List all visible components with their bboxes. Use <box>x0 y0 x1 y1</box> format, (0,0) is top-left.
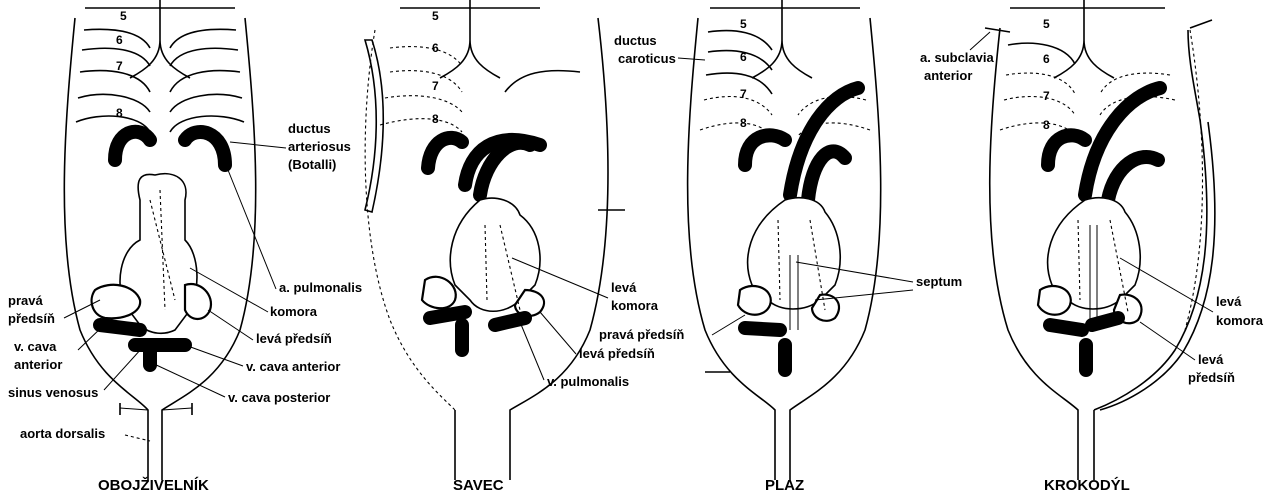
reptile-heart <box>738 198 840 370</box>
amphibian-arch-5: 5 <box>120 9 127 23</box>
reptile-title: PLAZ <box>765 477 804 494</box>
amphibian-label-aorta-dorsalis: aorta dorsalis <box>20 426 105 441</box>
reptile-label-septum: septum <box>916 274 962 289</box>
mammal-heart <box>422 198 544 350</box>
mammal-label-leva-komora-2: komora <box>611 298 659 313</box>
crocodile-heart <box>1038 198 1142 370</box>
amphibian-label-prava-predsin-1: pravá <box>8 293 43 308</box>
crocodile-arch-7: 7 <box>1043 89 1050 103</box>
reptile-arch-7: 7 <box>740 87 747 101</box>
mammal-arch-7: 7 <box>432 79 439 93</box>
amphibian-arch-8: 8 <box>116 106 123 120</box>
amphibian-label-ductus-1: ductus <box>288 121 331 136</box>
crocodile-label-subclavia-1: a. subclavia <box>920 50 994 65</box>
panel-reptile: 5 6 7 8 ductus caroticus septum PLAZ <box>614 0 962 494</box>
mammal-label-prava-predsin: pravá předsíň <box>599 327 684 342</box>
amphibian-label-ductus-3: (Botalli) <box>288 157 336 172</box>
mammal-arch-8: 8 <box>432 112 439 126</box>
reptile-arch-6: 6 <box>740 50 747 64</box>
crocodile-label-leva-komora-1: levá <box>1216 294 1242 309</box>
amphibian-label-vca-right: v. cava anterior <box>246 359 340 374</box>
amphibian-arch-6: 6 <box>116 33 123 47</box>
crocodile-arch-8: 8 <box>1043 118 1050 132</box>
mammal-arches <box>380 8 580 195</box>
panel-mammal: 5 6 7 8 levá komora pravá předsíň levá p… <box>365 0 684 494</box>
crocodile-arch-6: 6 <box>1043 52 1050 66</box>
amphibian-label-sinus: sinus venosus <box>8 385 98 400</box>
panel-crocodile: 5 6 7 8 a. subclavia anterior levá komor… <box>920 0 1264 494</box>
amphibian-label-pulmonalis: a. pulmonalis <box>279 280 362 295</box>
amphibian-label-ductus-2: arteriosus <box>288 139 351 154</box>
reptile-arch-8: 8 <box>740 116 747 130</box>
mammal-arch-5: 5 <box>432 9 439 23</box>
amphibian-label-prava-predsin-2: předsíň <box>8 311 55 326</box>
crocodile-arch-5: 5 <box>1043 17 1050 31</box>
crocodile-label-leva-predsin-1: levá <box>1198 352 1224 367</box>
crocodile-arches <box>1000 8 1175 200</box>
crocodile-label-leva-predsin-2: předsíň <box>1188 370 1235 385</box>
mammal-label-leva-komora-1: levá <box>611 280 637 295</box>
reptile-label-ductus-1: ductus <box>614 33 657 48</box>
reptile-arches <box>700 8 870 200</box>
amphibian-label-vcp: v. cava posterior <box>228 390 330 405</box>
amphibian-label-vca-2: anterior <box>14 357 62 372</box>
amphibian-arch-7: 7 <box>116 59 123 73</box>
amphibian-title: OBOJŽIVELNÍK <box>98 476 209 494</box>
crocodile-title: KROKODÝL <box>1044 476 1130 494</box>
amphibian-label-vca-1: v. cava <box>14 339 57 354</box>
mammal-label-leva-predsin: levá předsíň <box>579 346 655 361</box>
amphibian-label-komora: komora <box>270 304 318 319</box>
crocodile-label-subclavia-2: anterior <box>924 68 972 83</box>
mammal-title: SAVEC <box>453 477 504 494</box>
reptile-label-ductus-2: caroticus <box>618 51 676 66</box>
reptile-arch-5: 5 <box>740 17 747 31</box>
crocodile-label-leva-komora-2: komora <box>1216 313 1264 328</box>
amphibian-label-leva-predsin: levá předsíň <box>256 331 332 346</box>
mammal-arch-6: 6 <box>432 41 439 55</box>
panel-amphibian: 5 6 7 8 ductus arteriosus (Botalli) a. p… <box>8 0 362 494</box>
mammal-label-v-pulmonalis: v. pulmonalis <box>547 374 629 389</box>
